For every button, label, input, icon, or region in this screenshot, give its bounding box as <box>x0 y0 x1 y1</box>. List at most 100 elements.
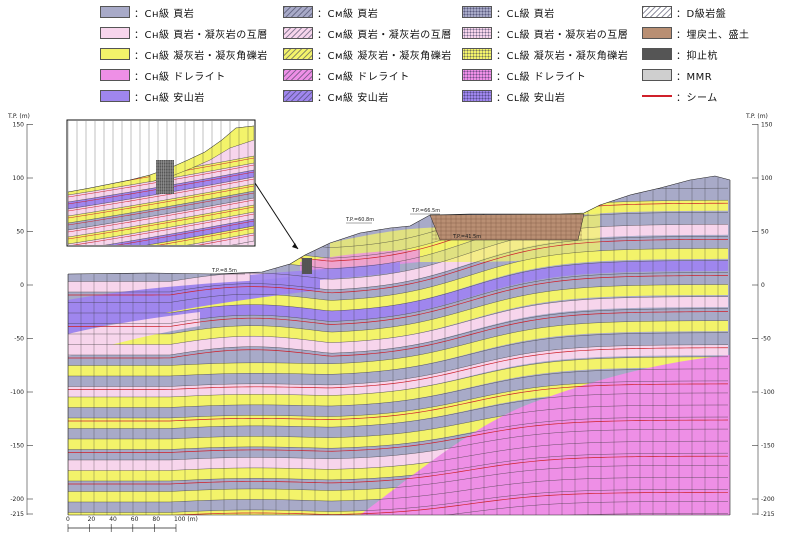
legend-label: ：MMR <box>676 71 713 83</box>
section-body <box>68 176 730 515</box>
legend-swatch <box>283 6 313 18</box>
legend-item-20: ：シーム <box>642 88 718 104</box>
legend-item-6: ：Cᴍ級 頁岩 <box>283 4 378 20</box>
left-tick-label: -100 <box>10 389 24 396</box>
right-tick-label: 100 <box>761 175 773 182</box>
legend-label: ：D級岩盤 <box>676 8 727 20</box>
scale-bar-label: 80 <box>152 516 160 523</box>
annotation-tp-left: T.P.=8.5m <box>211 268 237 274</box>
right-tick-label: 50 <box>761 229 769 236</box>
right-tick-label: -215 <box>761 511 775 518</box>
legend-label: ：Cʟ級 凝灰岩・凝灰角礫岩 <box>496 50 629 62</box>
legend-swatch <box>462 90 492 102</box>
legend-swatch <box>100 90 130 102</box>
left-tick-label: -150 <box>10 443 24 450</box>
legend-item-13: ：Cʟ級 凝灰岩・凝灰角礫岩 <box>462 46 628 62</box>
legend-label: ：Cʜ級 凝灰岩・凝灰角礫岩 <box>134 50 268 62</box>
legend-item-1: ：Cʜ級 頁岩 <box>100 4 194 20</box>
inset-pointer-arrow <box>292 243 298 249</box>
section-overlay <box>67 175 731 516</box>
legend-item-4: ：Cʜ級 ドレライト <box>100 67 226 83</box>
legend-label: ：Cʜ級 安山岩 <box>134 92 205 104</box>
legend-label: ：埋戻土、盛土 <box>676 29 750 41</box>
legend-label: ：Cᴍ級 頁岩・凝灰岩の互層 <box>317 29 452 41</box>
right-tick-label: 150 <box>761 122 773 129</box>
legend-item-11: ：Cʟ級 頁岩 <box>462 4 555 20</box>
legend-swatch <box>100 27 130 39</box>
legend: ：Cʜ級 頁岩 ：Cʜ級 頁岩・凝灰岩の互層 ：Cʜ級 凝灰岩・凝灰角礫岩 ：Cʜ級 … <box>0 0 785 115</box>
legend-item-8: ：Cᴍ級 凝灰岩・凝灰角礫岩 <box>283 46 452 62</box>
legend-label: ：Cʜ級 頁岩 <box>134 8 195 20</box>
legend-item-17: ：埋戻土、盛土 <box>642 25 750 41</box>
inset-detail <box>66 119 299 250</box>
legend-swatch <box>642 95 672 97</box>
legend-item-16: ：D級岩盤 <box>642 4 726 20</box>
legend-swatch <box>462 6 492 18</box>
legend-label: ：Cᴍ級 ドレライト <box>317 71 410 83</box>
legend-item-19: ：MMR <box>642 67 712 83</box>
legend-item-10: ：Cᴍ級 安山岩 <box>283 88 389 104</box>
legend-item-14: ：Cʟ級 ドレライト <box>462 67 586 83</box>
legend-label: ：Cʜ級 ドレライト <box>134 71 226 83</box>
legend-label: ：Cᴍ級 凝灰岩・凝灰角礫岩 <box>317 50 452 62</box>
annotation-tp-fill: T.P.=41.5m <box>452 234 481 240</box>
legend-swatch <box>283 69 313 81</box>
legend-swatch <box>642 6 672 18</box>
legend-label: ：Cʟ級 頁岩・凝灰岩の互層 <box>496 29 629 41</box>
legend-item-9: ：Cᴍ級 ドレライト <box>283 67 410 83</box>
legend-swatch <box>100 69 130 81</box>
legend-swatch <box>462 69 492 81</box>
right-tick-label: -200 <box>761 496 775 503</box>
left-tick-label: 150 <box>13 122 25 129</box>
legend-label: ：シーム <box>676 92 718 104</box>
right-tick-label: -100 <box>761 389 775 396</box>
annotation-tp-mid: T.P.=60.8m <box>345 217 374 223</box>
legend-label: ：Cᴍ級 安山岩 <box>317 92 389 104</box>
left-tick-label: -50 <box>14 336 24 343</box>
legend-item-12: ：Cʟ級 頁岩・凝灰岩の互層 <box>462 25 628 41</box>
right-tick-label: 0 <box>761 282 765 289</box>
legend-item-5: ：Cʜ級 安山岩 <box>100 88 205 104</box>
right-tick-label: -150 <box>761 443 775 450</box>
legend-swatch <box>283 27 313 39</box>
legend-label: ：Cʟ級 ドレライト <box>496 71 587 83</box>
legend-label: ：Cʟ級 安山岩 <box>496 92 566 104</box>
left-tick-label: -215 <box>10 511 24 518</box>
inset-pointer-line <box>254 182 299 250</box>
legend-item-7: ：Cᴍ級 頁岩・凝灰岩の互層 <box>283 25 452 41</box>
right-axis: T.P. (m) 150 100 50 0 -50 -100 -150 -200 -215 <box>745 113 775 518</box>
legend-item-15: ：Cʟ級 安山岩 <box>462 88 565 104</box>
legend-swatch <box>283 48 313 60</box>
scale-bar: 0 20 40 60 80 100 (m) <box>66 516 198 532</box>
scale-bar-label: 0 <box>66 516 70 523</box>
legend-swatch <box>100 6 130 18</box>
legend-label: ：抑止杭 <box>676 50 718 62</box>
left-axis: T.P. (m) 150 100 50 0 -50 -100 -150 -200 -215 <box>7 113 33 518</box>
right-tick-label: -50 <box>761 336 771 343</box>
legend-label: ：Cʜ級 頁岩・凝灰岩の互層 <box>134 29 268 41</box>
annotation-tp-top: T.P.=66.5m <box>411 208 440 214</box>
left-tick-label: 100 <box>13 175 25 182</box>
legend-swatch <box>642 27 672 39</box>
scale-bar-label: 40 <box>109 516 117 523</box>
legend-swatch <box>462 27 492 39</box>
legend-swatch <box>642 69 672 81</box>
legend-swatch <box>462 48 492 60</box>
legend-swatch <box>283 90 313 102</box>
legend-item-2: ：Cʜ級 頁岩・凝灰岩の互層 <box>100 25 268 41</box>
left-axis-title: T.P. (m) <box>7 113 30 120</box>
scale-bar-label: 20 <box>88 516 96 523</box>
scale-bar-label: 60 <box>131 516 139 523</box>
left-tick-label: 50 <box>16 229 24 236</box>
right-axis-title: T.P. (m) <box>745 113 768 120</box>
legend-item-18: ：抑止杭 <box>642 46 718 62</box>
legend-item-3: ：Cʜ級 凝灰岩・凝灰角礫岩 <box>100 46 268 62</box>
legend-label: ：Cᴍ級 頁岩 <box>317 8 379 20</box>
left-tick-label: 0 <box>20 282 24 289</box>
legend-swatch <box>642 48 672 60</box>
legend-swatch <box>100 48 130 60</box>
scale-bar-label: 100 (m) <box>174 516 198 523</box>
left-tick-label: -200 <box>10 496 24 503</box>
legend-label: ：Cʟ級 頁岩 <box>496 8 555 20</box>
